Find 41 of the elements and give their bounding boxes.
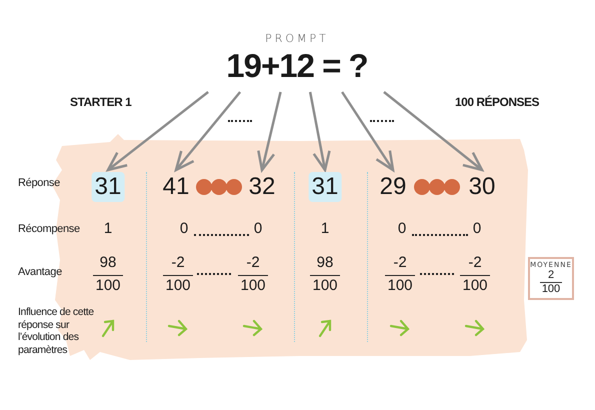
highlighted-answer: 31 [308, 172, 342, 202]
fraction-denominator: 100 [165, 277, 191, 294]
group-heading: STARTER 1 [70, 95, 132, 109]
reward-value: 0 [398, 220, 406, 237]
reward-value: 1 [104, 220, 112, 237]
prompt-heading: PROMPT [265, 32, 329, 45]
arrow [341, 91, 394, 172]
fraction-numerator: -2 [393, 254, 407, 271]
row-header: Récompense [18, 223, 80, 235]
fraction-denominator: 100 [462, 277, 488, 294]
fraction-numerator: -2 [246, 254, 260, 271]
fraction-numerator: 98 [100, 254, 116, 271]
arrow [106, 91, 209, 172]
answer-value: 41 [160, 172, 192, 202]
average-box [528, 257, 574, 300]
highlighted-answer: 31 [92, 172, 124, 202]
fraction-numerator: -2 [468, 254, 482, 271]
group-heading: 100 RÉPONSES [455, 95, 540, 109]
reward-value: 0 [180, 220, 188, 237]
row-header: Influence de cette réponse sur l’évolution des paramètres [18, 306, 95, 356]
row-header: Avantage [18, 266, 62, 278]
answer-value: 30 [466, 172, 498, 202]
fraction-denominator: 100 [240, 277, 266, 294]
arrow [308, 92, 331, 172]
fraction-denominator: 100 [312, 277, 338, 294]
arrow [383, 91, 484, 172]
arrow [174, 91, 242, 172]
row-header: Réponse [18, 177, 60, 189]
answer-value: 32 [246, 172, 278, 202]
reward-value: 0 [472, 220, 482, 237]
equation-text: 19+12 = ? [226, 47, 368, 85]
fraction-numerator: -2 [171, 254, 185, 271]
fraction-denominator: 100 [387, 277, 413, 294]
fraction-numerator: 98 [316, 254, 334, 271]
fraction-denominator: 100 [95, 277, 121, 294]
arrow [257, 92, 282, 172]
reward-value: 1 [320, 220, 330, 237]
answer-value: 29 [376, 172, 410, 202]
fraction-denominator: 100 [542, 283, 560, 296]
reward-value: 0 [254, 220, 262, 237]
fraction-numerator: 2 [548, 269, 554, 282]
